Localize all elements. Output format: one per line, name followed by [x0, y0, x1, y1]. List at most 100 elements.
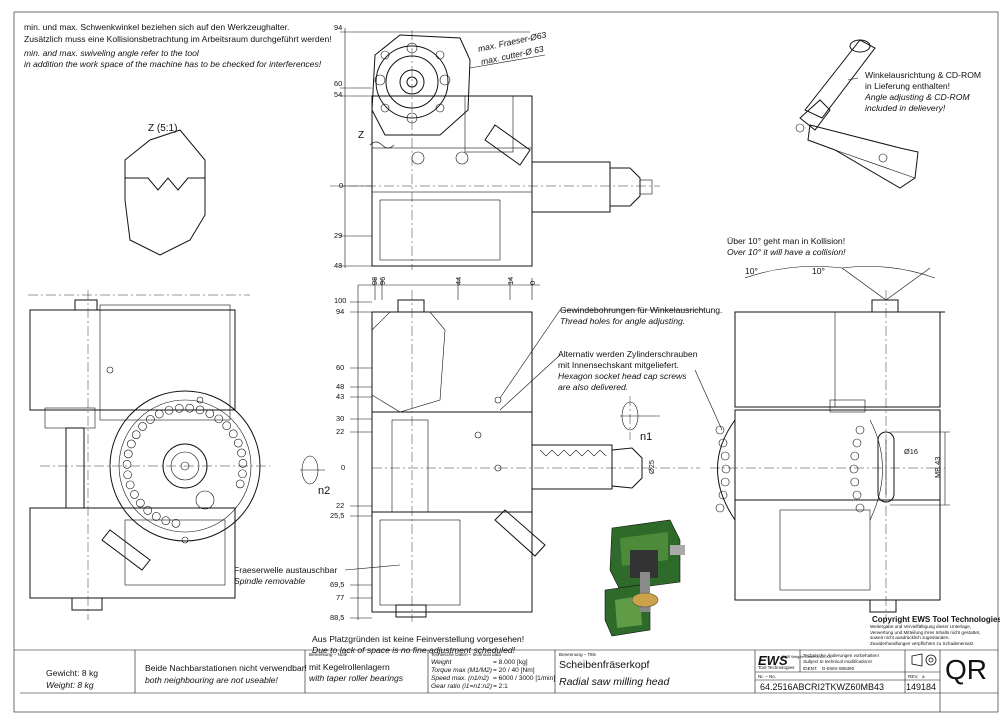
bolt-hole — [122, 460, 132, 469]
angle-tool-en-2: included in delievery! — [865, 103, 946, 113]
top-view — [330, 28, 660, 270]
bolt-hole — [205, 409, 215, 418]
note-top-en-1: min. and max. swiveling angle refer to t… — [24, 48, 199, 58]
rev-label: REV. — [908, 674, 919, 679]
thread-note-de: Gewindebohrungen für Winkelausrichtung. — [560, 305, 723, 315]
dim-front-22a: 22 — [336, 427, 345, 436]
bolt-hole — [850, 477, 860, 487]
note-top-de-1: min. und max. Schwenkwinkel beziehen sic… — [24, 22, 290, 32]
tech-label: Technische Daten – technical data — [431, 652, 501, 657]
bolt-hole — [228, 429, 238, 439]
hole-ring-right — [715, 425, 865, 513]
dim-front-100: 100 — [334, 296, 347, 305]
rev-value: a — [922, 674, 925, 679]
note-top-de-2: Zusätzlich muss eine Kollisionsbetrachtu… — [24, 34, 332, 44]
bolt-hole — [855, 503, 865, 513]
collision-de: Über 10° geht man in Kollision! — [727, 236, 846, 246]
bolt-hole — [852, 490, 862, 500]
remark-label: Bemerkung – Note — [309, 652, 348, 657]
dim-top-29: 29 — [334, 231, 343, 240]
no-adjust-de: Aus Platzgründen ist keine Feinverstellu… — [312, 634, 525, 644]
n2-label: n2 — [318, 485, 331, 497]
bolt-hole — [125, 480, 135, 490]
title-label: Benennung – Title — [559, 652, 597, 657]
angle-tool-de-1: Winkelausrichtung & CD-ROM — [865, 70, 982, 80]
bearing-en: with taper roller bearings — [309, 673, 404, 683]
dim-front-60: 60 — [336, 363, 345, 372]
dim-top-94: 94 — [334, 23, 343, 32]
collision-en: Over 10° it will have a collision! — [727, 247, 846, 257]
title-de: Scheibenfräserkopf — [559, 659, 650, 671]
bolt-hole — [718, 438, 728, 448]
no-adjust-en: Due to lack of space is no fine adjustme… — [312, 645, 516, 655]
bolt-hole — [849, 464, 859, 474]
bolt-hole — [123, 470, 132, 480]
dim-top-60: 60 — [334, 79, 343, 88]
screws-en-1: Hexagon socket head cap screws — [558, 371, 687, 381]
title-block-lines — [14, 649, 998, 712]
torque-label: Torque max (M1/M2) — [431, 667, 492, 674]
qr-label: QR — [945, 654, 987, 685]
weight-en: Weight: 8 kg — [46, 680, 94, 690]
render-3d — [604, 519, 685, 637]
dim-h-0: 0 — [528, 280, 537, 285]
dim-front-43: 43 — [336, 392, 345, 401]
ident-value: D-EWS-085390 — [822, 666, 855, 671]
bolt-hole — [715, 503, 725, 513]
gear-value: = 2:1 — [493, 683, 508, 690]
angle-right-label: 10° — [812, 266, 825, 276]
left-side-view — [28, 290, 270, 620]
detail-z-marker: Z — [358, 130, 365, 141]
dim-front-77: 77 — [336, 593, 345, 602]
bolt-hole — [185, 403, 195, 413]
bolt-hole — [715, 425, 725, 435]
note-top-en-2: in addition the work space of the machin… — [24, 59, 322, 69]
dim-front-695: 69,5 — [330, 580, 345, 589]
dim-front-0: 0 — [341, 463, 346, 472]
thread-note-en: Thread holes for angle adjusting. — [560, 316, 686, 326]
change-de: Technische Änderungen vorbehalten! — [803, 653, 879, 658]
bolt-hole — [850, 451, 860, 461]
dim-h-96: 96 — [378, 276, 387, 285]
title-en: Radial saw milling head — [559, 676, 670, 688]
bolt-hole — [174, 403, 184, 413]
bolt-hole — [143, 506, 153, 515]
weight-label: Weight — [431, 659, 452, 666]
dim-front-885: 88,5 — [330, 613, 345, 622]
bolt-hole — [195, 405, 205, 415]
dim-h-14: 14 — [506, 276, 515, 285]
bolt-hole — [238, 459, 248, 468]
bearing-de: mit Kegelrollenlagern — [309, 662, 390, 672]
bolt-hole — [130, 490, 139, 499]
rotation-n1-icon — [620, 396, 660, 440]
angle-left-label: 10° — [745, 266, 758, 276]
dim-front-30: 30 — [336, 414, 345, 423]
detail-z-label: Z (5:1) — [148, 123, 178, 134]
bolt-hole — [238, 469, 247, 479]
ews-logo-sub: Tool Technologies — [758, 665, 795, 670]
n1-label: n1 — [640, 431, 653, 443]
spindle-de: Fraeserwelle austauschbar — [234, 565, 338, 575]
bolt-hole — [235, 479, 245, 489]
gear-label: Gear ratio (i1=n1:n2) — [431, 683, 493, 690]
change-en: Subject to technical modifications! — [803, 659, 873, 664]
bolt-hole — [123, 449, 133, 459]
bolt-hole — [233, 438, 243, 448]
neighbour-en: both neighbouring are not useable! — [145, 675, 278, 685]
angle-tool — [795, 39, 919, 189]
dim-d16: Ø16 — [904, 447, 918, 456]
bolt-hole — [161, 516, 171, 526]
dim-front-22b: 22 — [336, 501, 345, 510]
bolt-hole — [127, 439, 136, 449]
neighbour-de: Beide Nachbarstationen nicht verwendbar! — [145, 663, 307, 673]
bolt-hole — [151, 512, 161, 521]
drawing-frame — [13, 11, 999, 713]
bolt-hole — [146, 415, 155, 424]
dim-top-0: 0 — [339, 181, 344, 190]
screws-de-1: Alternativ werden Zylinderschrauben — [558, 349, 698, 359]
bolt-hole — [214, 414, 224, 424]
bolt-hole — [154, 409, 164, 419]
speed-value: = 6000 / 3000 [1/min] — [493, 675, 556, 682]
part-number: 64.2516ABCRI2TKWZ60MB43 — [760, 682, 885, 692]
